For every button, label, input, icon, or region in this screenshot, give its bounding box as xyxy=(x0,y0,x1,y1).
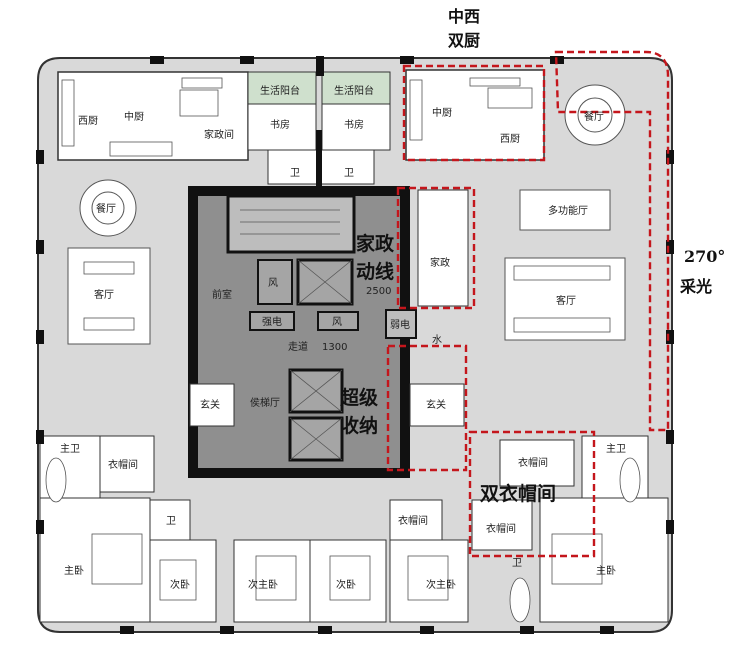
room-front: 前室 xyxy=(212,288,232,301)
room-study-1: 书房 xyxy=(270,118,290,131)
room-service: 家政 xyxy=(430,256,450,269)
room-study-2: 书房 xyxy=(344,118,364,131)
annotation-dual-closet: 双衣帽间 xyxy=(480,482,556,505)
foyer-right-area xyxy=(409,383,465,427)
room-chinese-kitchen-right: 中厨 xyxy=(432,106,452,119)
foyer-left-area xyxy=(189,383,235,427)
multi-room-area xyxy=(519,189,611,231)
room-dining-left: 餐厅 xyxy=(96,202,116,215)
room-master-bath-right: 主卫 xyxy=(606,443,626,455)
room-second-bed-mid: 次卧 xyxy=(336,578,356,591)
room-master-bed-left: 主卧 xyxy=(64,564,84,577)
room-second-bed-left: 次卧 xyxy=(170,578,190,591)
room-maid: 家政间 xyxy=(204,128,234,141)
study-2-block xyxy=(321,103,391,151)
room-wind-1: 风 xyxy=(268,277,278,289)
annotation-dual-kitchen-2: 双厨 xyxy=(448,31,480,50)
highlight-storage xyxy=(386,344,468,472)
room-service-dim: 2500 xyxy=(366,286,391,297)
annotation-light-text: 采光 xyxy=(679,277,712,296)
room-dining-right: 餐厅 xyxy=(584,110,604,123)
room-elevator-hall: 侯梯厅 xyxy=(250,396,280,409)
room-closet-left: 衣帽间 xyxy=(108,458,138,471)
room-chinese-kitchen-left: 中厨 xyxy=(124,110,144,123)
room-weak-elec: 弱电 xyxy=(390,318,410,331)
annotation-storage-2: 收纳 xyxy=(340,414,378,437)
room-master-bath-left: 主卫 xyxy=(60,443,80,455)
room-bath-top-2: 卫 xyxy=(344,168,354,179)
closet-left-area xyxy=(99,435,155,493)
annotation-dual-kitchen-1: 中西 xyxy=(448,7,480,26)
stairwell xyxy=(226,194,356,254)
highlight-dual-kitchen xyxy=(402,64,546,162)
annotation-service-path-2: 动线 xyxy=(356,260,394,283)
room-balcony-2: 生活阳台 xyxy=(334,84,374,97)
highlight-270-light xyxy=(554,50,670,432)
room-closet-mid: 衣帽间 xyxy=(398,514,428,527)
study-1-block xyxy=(247,103,317,151)
bath-small-left-area xyxy=(149,499,191,541)
kitchen-fixtures xyxy=(61,77,533,157)
room-corridor: 走道 xyxy=(288,340,308,353)
room-balcony-1: 生活阳台 xyxy=(260,84,300,97)
room-strong-elec: 强电 xyxy=(262,315,282,328)
room-master-bed-right: 主卧 xyxy=(596,564,616,577)
room-living-left: 客厅 xyxy=(94,288,114,301)
room-living-right: 客厅 xyxy=(556,294,576,307)
annotation-storage-1: 超级 xyxy=(339,386,378,409)
annotation-light-angle: 270° xyxy=(684,247,725,266)
room-water: 水 xyxy=(432,334,442,346)
highlight-dual-closet xyxy=(468,430,596,558)
closet-mid-area xyxy=(389,499,443,541)
room-foyer-left: 玄关 xyxy=(200,398,220,411)
balcony-2-block xyxy=(321,71,391,105)
room-wind-2: 风 xyxy=(332,316,342,328)
window-mullions xyxy=(36,56,674,634)
room-bath-small-left: 卫 xyxy=(166,516,176,527)
room-second-master-2: 次主卧 xyxy=(426,578,456,591)
room-foyer-right: 玄关 xyxy=(426,398,446,411)
service-room-area xyxy=(417,189,469,307)
room-multi: 多功能厅 xyxy=(548,204,588,217)
highlight-service-path xyxy=(396,186,476,310)
annotation-service-path-1: 家政 xyxy=(356,232,395,255)
room-second-master-1: 次主卧 xyxy=(248,578,278,591)
dining-table-right xyxy=(564,84,626,146)
room-closet-right-top: 衣帽间 xyxy=(518,456,548,469)
room-corridor-dim: 1300 xyxy=(322,342,347,353)
room-closet-right-bottom: 衣帽间 xyxy=(486,522,516,535)
room-west-kitchen-right: 西厨 xyxy=(500,133,520,145)
closet-right-top-area xyxy=(499,439,575,487)
dining-table-left xyxy=(79,179,137,237)
closet-right-area xyxy=(471,499,533,551)
room-bath-top-1: 卫 xyxy=(290,168,300,179)
room-west-kitchen-left: 西厨 xyxy=(78,115,98,127)
room-bath-small-right: 卫 xyxy=(512,558,522,569)
